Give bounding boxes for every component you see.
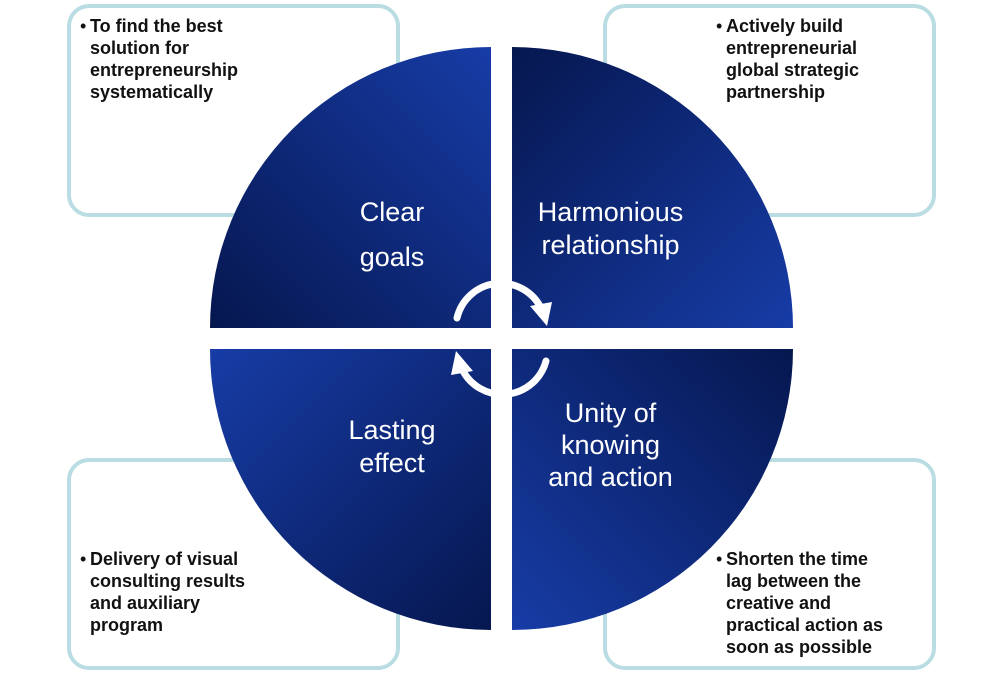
quadrant-top-right — [512, 47, 793, 328]
quadrant-label-unity-of-knowing-and-action: Unity of knowing and action — [548, 398, 673, 492]
cycle-arrowheads — [451, 302, 552, 375]
note-text-top-right: Actively build entrepreneurial global st… — [716, 15, 906, 103]
quadrant-label-lasting-effect: Lasting effect — [348, 415, 436, 478]
cycle-arrow-icon — [453, 279, 550, 398]
note-text-bottom-right: Shorten the time lag between the creativ… — [716, 548, 926, 658]
quadrant-label-harmonious-relationship: Harmonious relationship — [537, 197, 684, 260]
quadrant-bottom-right — [512, 349, 793, 630]
quadrant-top-left — [210, 47, 491, 328]
note-text-top-left: To find the best solution for entreprene… — [80, 15, 290, 103]
quadrant-label-clear-goals: Clear goals — [359, 197, 425, 272]
note-text-bottom-left: Delivery of visual consulting results an… — [80, 548, 290, 636]
quadrant-bottom-left — [210, 349, 491, 630]
